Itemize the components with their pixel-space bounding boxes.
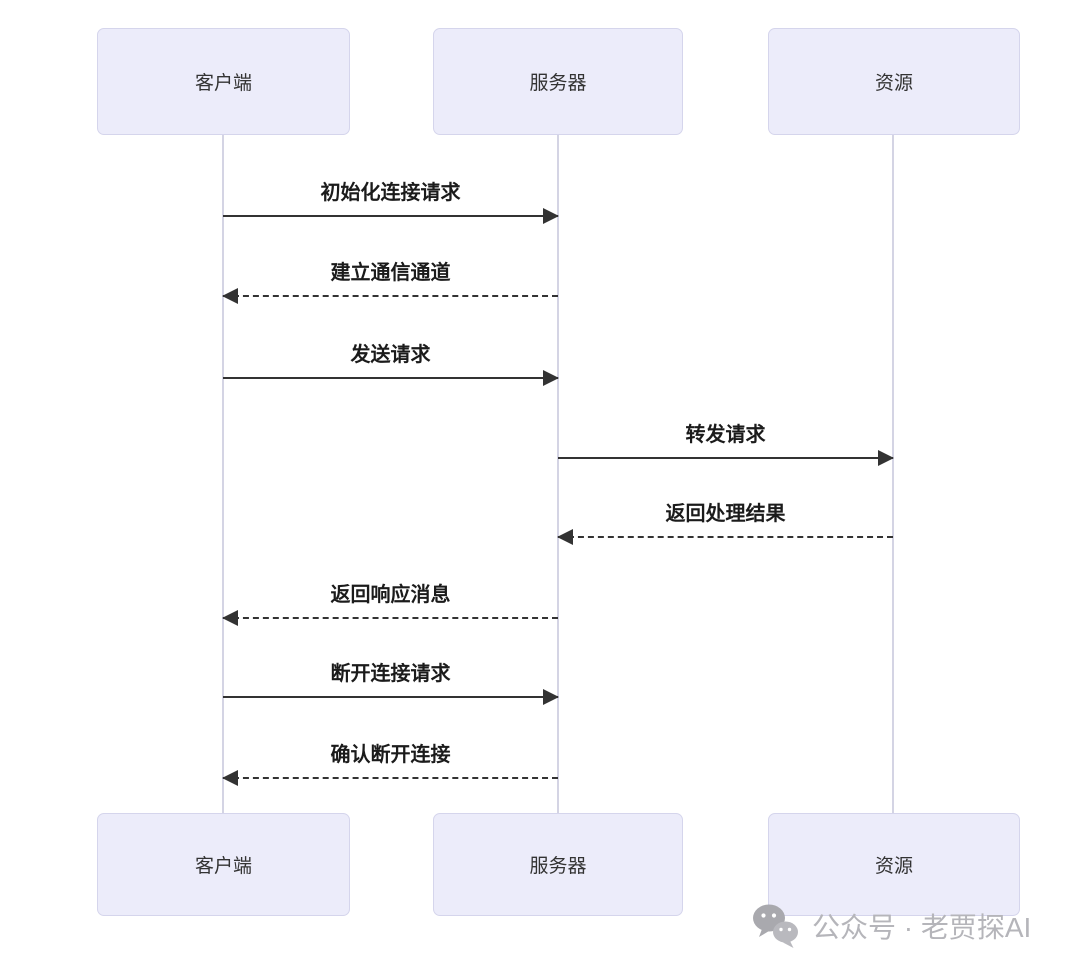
- lifeline-resource: [892, 135, 894, 813]
- participant-label-resource: 资源: [874, 856, 913, 877]
- lifeline-server: [557, 135, 559, 813]
- message-label: 建立通信通道: [330, 262, 451, 284]
- message-label: 转发请求: [685, 424, 766, 446]
- arrow-solid-right: [558, 450, 894, 466]
- message-label: 返回处理结果: [665, 503, 786, 525]
- arrow-dashed-left: [222, 610, 558, 626]
- participant-box-resource-top: 资源: [768, 28, 1020, 135]
- arrow-solid-right: [223, 208, 559, 224]
- participant-box-resource-bottom: 资源: [768, 813, 1020, 916]
- participant-box-client-top: 客户端: [97, 28, 350, 135]
- watermark-text: 公众号 · 老贾探AI: [812, 912, 1032, 943]
- participant-label-server: 服务器: [529, 73, 587, 94]
- lifeline-client: [222, 135, 224, 813]
- participant-label-resource: 资源: [874, 73, 913, 94]
- participant-label-client: 客户端: [194, 73, 252, 94]
- arrow-dashed-left: [222, 770, 558, 786]
- message-label: 断开连接请求: [330, 663, 451, 685]
- participant-box-client-bottom: 客户端: [97, 813, 350, 916]
- message-label: 发送请求: [350, 344, 431, 366]
- participant-label-server: 服务器: [529, 856, 587, 877]
- message-label: 初始化连接请求: [320, 182, 461, 204]
- participant-label-client: 客户端: [194, 856, 252, 877]
- participant-box-server-top: 服务器: [433, 28, 683, 135]
- arrow-dashed-left: [222, 288, 558, 304]
- watermark: 公众号 · 老贾探AI: [752, 903, 1031, 949]
- arrow-dashed-left: [557, 529, 893, 545]
- participant-box-server-bottom: 服务器: [433, 813, 683, 916]
- arrow-solid-right: [223, 370, 559, 386]
- message-label: 确认断开连接: [330, 744, 451, 766]
- wechat-icon: [753, 904, 798, 948]
- message-label: 返回响应消息: [330, 584, 451, 606]
- arrow-solid-right: [223, 689, 559, 705]
